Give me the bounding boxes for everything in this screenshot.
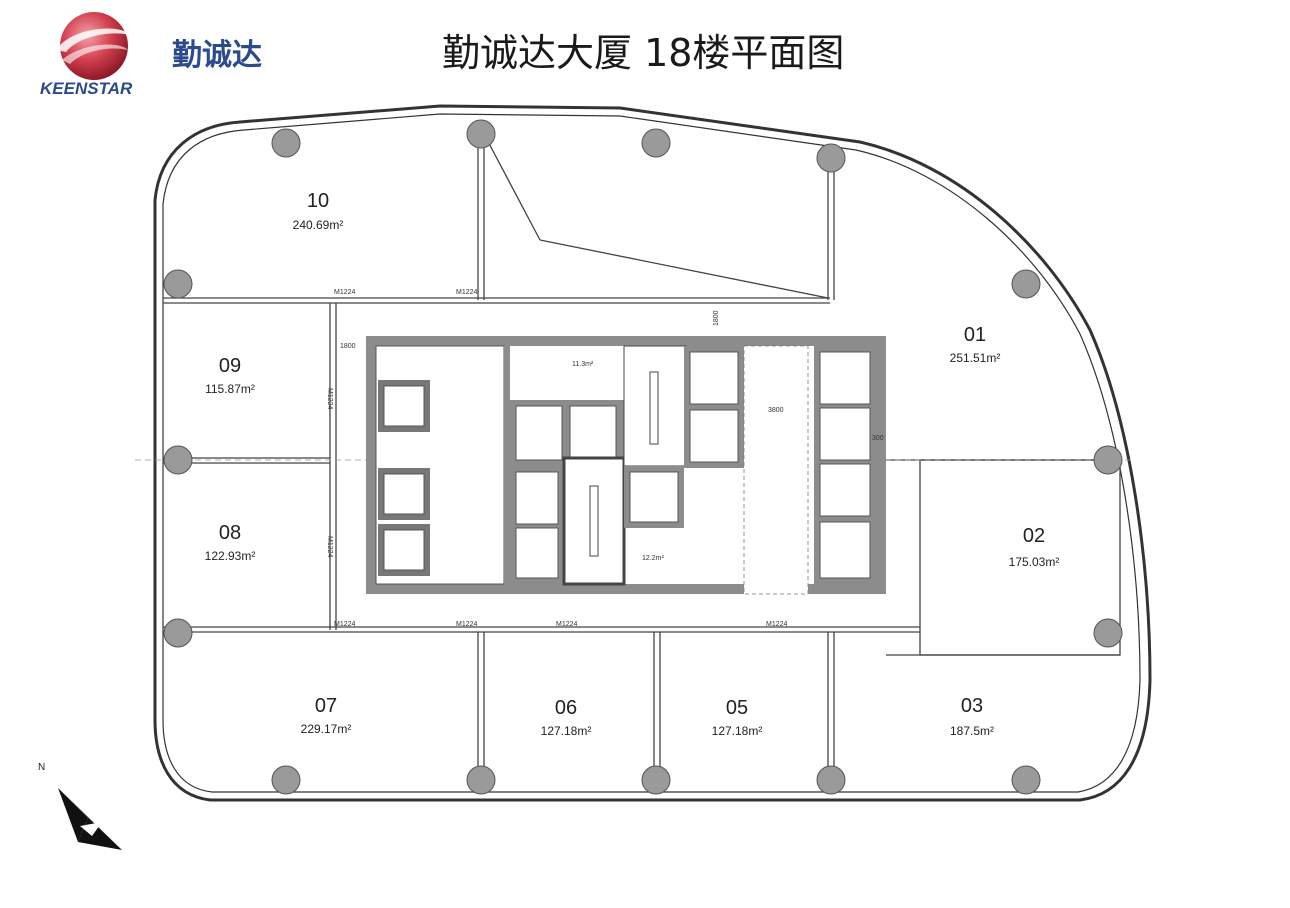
unit-number: 02 [1023, 525, 1045, 547]
unit-labels: 10 240.69m² 01 251.51m² 09 115.87m² 08 1… [205, 190, 1060, 738]
north-arrow-icon [58, 788, 122, 850]
north-label: N [38, 762, 45, 773]
unit-number: 01 [964, 324, 986, 346]
unit-10: 10 240.69m² [293, 190, 344, 232]
unit-area: 122.93m² [205, 549, 256, 563]
columns [163, 119, 1123, 795]
logo: KEENSTAR 勤诚达 [40, 12, 262, 98]
keenstar-globe-icon [56, 12, 132, 80]
unit-number: 03 [961, 695, 983, 717]
page-title: 勤诚达大厦 18楼平面图 [442, 31, 844, 75]
door-label: M1224 [326, 536, 333, 558]
unit-area: 127.18m² [541, 724, 592, 738]
unit-08: 08 122.93m² [205, 522, 256, 563]
core: 3800 300 11.3m² 12.2m² [366, 336, 886, 595]
unit-area: 127.18m² [712, 724, 763, 738]
unit-area: 175.03m² [1009, 555, 1060, 569]
unit-number: 06 [555, 697, 577, 719]
door-label: M1224 [766, 621, 788, 628]
building-outline [153, 104, 1152, 802]
dim-300: 300 [872, 435, 884, 442]
unit-06: 06 127.18m² [541, 697, 592, 738]
unit-03: 03 187.5m² [950, 695, 994, 738]
unit-09: 09 115.87m² [205, 355, 255, 396]
dim-3800: 3800 [768, 407, 784, 414]
door-label: M1224 [326, 388, 333, 410]
unit-01: 01 251.51m² [950, 324, 1001, 365]
unit-07: 07 229.17m² [301, 695, 352, 736]
unit-number: 07 [315, 695, 337, 717]
unit-number: 08 [219, 522, 241, 544]
unit-area: 187.5m² [950, 724, 994, 738]
door-label: M1224 [334, 289, 356, 296]
door-label: M1224 [556, 621, 578, 628]
unit-area: 251.51m² [950, 351, 1001, 365]
unit-area: 115.87m² [205, 382, 255, 396]
door-label: M1224 [456, 289, 478, 296]
unit-05: 05 127.18m² [712, 697, 763, 738]
dim-1800-top: 1800 [713, 310, 720, 326]
door-label: M1224 [456, 621, 478, 628]
unit-number: 09 [219, 355, 241, 377]
north-compass: N [38, 762, 122, 850]
brand-chinese: 勤诚达 [172, 38, 262, 73]
door-labels: M1224 M1224 M1224 M1224 M1224 M1224 M122… [326, 289, 788, 628]
room-area-12: 12.2m² [642, 555, 664, 562]
brand-english: KEENSTAR [40, 79, 133, 98]
unit-area: 229.17m² [301, 722, 352, 736]
dim-1800-left: 1800 [340, 343, 356, 350]
door-label: M1224 [334, 621, 356, 628]
unit-area: 240.69m² [293, 218, 344, 232]
unit-number: 10 [307, 190, 329, 212]
unit-02: 02 175.03m² [1009, 525, 1060, 569]
unit-number: 05 [726, 697, 748, 719]
room-area-11: 11.3m² [572, 361, 594, 368]
